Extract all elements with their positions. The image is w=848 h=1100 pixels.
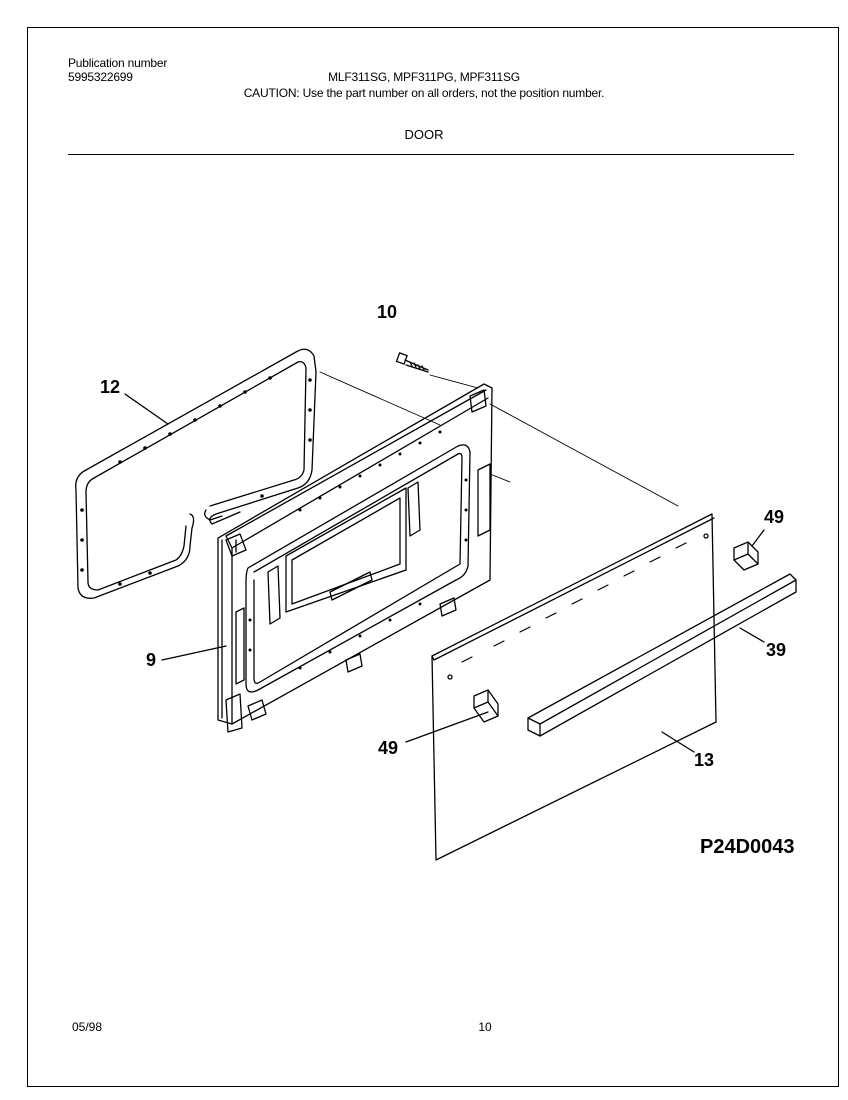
- panel-hole-left: [447, 674, 453, 680]
- leader-bracket-right: [751, 529, 765, 547]
- leader-handle: [739, 627, 765, 643]
- alignment-line-panel: [489, 403, 679, 507]
- page-frame: [27, 27, 839, 1087]
- panel-vent-slots: [461, 542, 687, 663]
- leader-bracket-left: [405, 711, 489, 743]
- handle-bracket-right: [733, 541, 759, 571]
- inner-door-frame: [217, 383, 493, 733]
- section-title: DOOR: [404, 127, 444, 142]
- door-screw: [395, 352, 429, 373]
- callout-gasket: 12: [100, 377, 120, 397]
- callout-screw: 10: [377, 302, 397, 322]
- callout-outer-panel: 13: [694, 750, 714, 770]
- alignment-line-gasket: [319, 371, 441, 426]
- model-numbers: MLF311SG, MPF311PG, MPF311SG: [328, 70, 520, 84]
- callout-inner-door: 9: [146, 650, 156, 670]
- diagram-code: P24D0043: [700, 836, 795, 858]
- callout-bracket-right: 49: [764, 507, 784, 527]
- footer-page-number: 10: [478, 1020, 492, 1034]
- callout-handle: 39: [766, 640, 786, 660]
- door-gasket: [75, 348, 317, 599]
- leader-gasket: [124, 393, 169, 425]
- caution-note: CAUTION: Use the part number on all orde…: [243, 86, 605, 100]
- leader-outer-panel: [661, 731, 695, 753]
- inner-door-screw-holes: [248, 430, 468, 670]
- gasket-clips: [80, 376, 312, 586]
- callout-bracket-left: 49: [378, 738, 398, 758]
- door-handle: [527, 573, 797, 737]
- alignment-line-short: [489, 473, 511, 483]
- leader-inner-door: [161, 645, 227, 661]
- outer-door-panel: [431, 513, 717, 861]
- publication-number: 5995322699: [68, 70, 133, 84]
- footer-date: 05/98: [72, 1020, 103, 1034]
- alignment-line-screw: [429, 374, 479, 389]
- handle-bracket-left: [473, 689, 499, 723]
- panel-hole-right: [703, 533, 709, 539]
- header-rule: [68, 154, 794, 155]
- publication-label: Publication number: [68, 56, 168, 70]
